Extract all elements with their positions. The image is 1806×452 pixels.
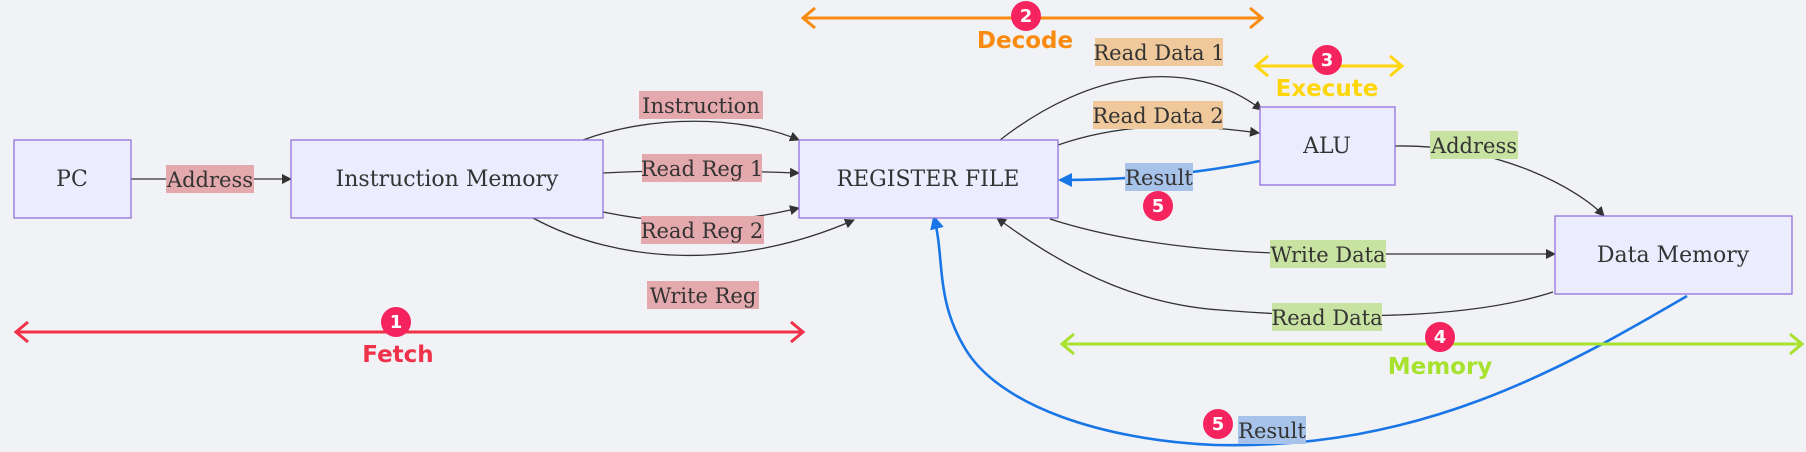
label-read-reg-1: Read Reg 1 <box>641 154 764 182</box>
stage-fetch-title: Fetch <box>362 342 433 368</box>
stage-decode-badge <box>1011 1 1041 31</box>
label-write-data-text: Write Data <box>1270 243 1385 267</box>
stage-fetch-badge <box>381 307 411 337</box>
label-alu-result: Result <box>1125 163 1193 191</box>
stage-memory: 4 Memory <box>1059 322 1805 380</box>
label-mem-result: Result <box>1238 416 1306 444</box>
stage-execute-number: 3 <box>1321 50 1334 71</box>
stage-execute: 3 Execute <box>1253 45 1405 102</box>
label-instruction-text: Instruction <box>642 94 760 118</box>
writeback-badge-alu-number: 5 <box>1152 196 1165 217</box>
stage-execute-title: Execute <box>1276 76 1379 102</box>
node-pc-label: PC <box>56 167 88 192</box>
label-address-fetch: Address <box>166 165 254 193</box>
node-pc: PC <box>13 139 132 219</box>
edge-instruction <box>582 120 800 142</box>
stage-decode-number: 2 <box>1020 6 1033 27</box>
stage-memory-badge <box>1425 322 1455 352</box>
label-read-data-1-text: Read Data 1 <box>1093 41 1224 65</box>
label-read-reg-1-text: Read Reg 1 <box>641 157 764 181</box>
writeback-badge-mem-number: 5 <box>1212 414 1225 435</box>
edge-read-data-2 <box>1057 125 1260 146</box>
edge-mem-result <box>930 215 1688 447</box>
node-data-memory: Data Memory <box>1554 215 1793 295</box>
node-alu: ALU <box>1259 106 1396 186</box>
label-read-data-2-text: Read Data 2 <box>1092 104 1223 128</box>
label-mem-result-text: Result <box>1238 419 1306 443</box>
stage-memory-number: 4 <box>1434 327 1447 348</box>
label-write-reg: Write Reg <box>647 281 759 309</box>
stage-memory-title: Memory <box>1388 354 1493 380</box>
stage-decode-title: Decode <box>977 28 1073 54</box>
label-read-data-1: Read Data 1 <box>1093 38 1225 66</box>
node-instruction-memory: Instruction Memory <box>290 139 604 219</box>
edge-write-reg <box>532 217 855 257</box>
node-register-file-label: REGISTER FILE <box>837 167 1020 192</box>
node-register-file: REGISTER FILE <box>798 139 1059 219</box>
label-read-data-2: Read Data 2 <box>1092 101 1224 129</box>
label-read-data: Read Data <box>1271 303 1383 331</box>
edge-read-data <box>996 217 1554 317</box>
writeback-badge-mem: 5 <box>1203 409 1233 439</box>
label-write-data: Write Data <box>1270 240 1386 268</box>
label-alu-address: Address <box>1430 131 1518 159</box>
node-instruction-memory-label: Instruction Memory <box>336 167 559 192</box>
stage-fetch-number: 1 <box>390 312 403 333</box>
label-write-reg-text: Write Reg <box>650 284 757 308</box>
label-read-data-text: Read Data <box>1271 306 1382 330</box>
label-alu-address-text: Address <box>1430 134 1517 158</box>
stage-fetch: 1 Fetch <box>13 307 806 368</box>
stage-execute-badge <box>1312 45 1342 75</box>
edge-read-data-1 <box>999 76 1263 141</box>
writeback-badge-alu: 5 <box>1143 191 1173 221</box>
label-read-reg-2-text: Read Reg 2 <box>641 219 764 243</box>
label-address-fetch-text: Address <box>166 168 253 192</box>
stage-fetch-arrow <box>13 320 806 344</box>
label-alu-result-text: Result <box>1125 166 1193 190</box>
node-alu-label: ALU <box>1302 134 1351 159</box>
label-instruction: Instruction <box>639 91 763 119</box>
stage-decode: 2 Decode <box>800 1 1265 54</box>
label-read-reg-2: Read Reg 2 <box>641 216 764 244</box>
node-data-memory-label: Data Memory <box>1597 243 1750 268</box>
